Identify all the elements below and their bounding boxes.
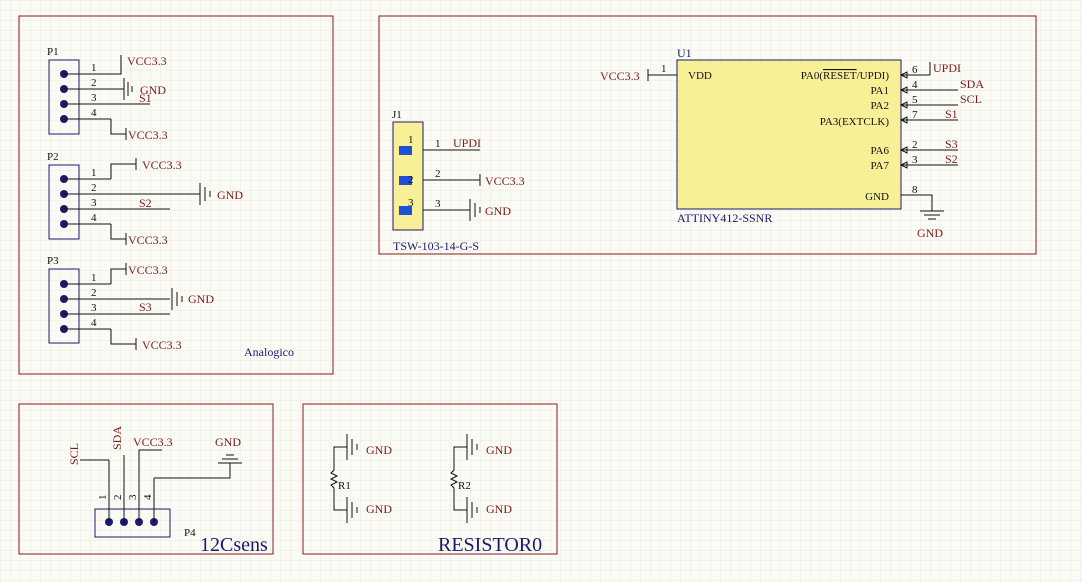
p3-gnd-label: GND <box>188 292 214 306</box>
svg-text:4: 4 <box>912 79 918 91</box>
resistor-sheet-border <box>302 403 558 555</box>
svg-text:3: 3 <box>435 198 441 210</box>
p4-vcc-label: VCC3.3 <box>133 435 173 449</box>
svg-text:3: 3 <box>127 494 139 500</box>
mcu-u1[interactable]: U1 VDD PA0(RESET/UPDI) PA1 PA2 PA3(EXTCL… <box>600 46 984 240</box>
p2-ref: P2 <box>47 151 59 163</box>
svg-text:2: 2 <box>91 77 97 89</box>
svg-text:3: 3 <box>91 92 97 104</box>
connector-p3[interactable]: P3 1 2 3 4 VCC3.3 GND S3 VCC3.3 <box>47 255 214 352</box>
p1-s1-label: S1 <box>139 91 152 105</box>
u1-pin-pa2: PA2 <box>870 100 889 112</box>
svg-text:2: 2 <box>91 287 97 299</box>
resistor-sheet-label: RESISTOR0 <box>438 534 542 556</box>
p2-s2-label: S2 <box>139 196 152 210</box>
u1-s3-label: S3 <box>945 137 958 151</box>
j1-ref: J1 <box>392 109 402 121</box>
u1-pin-gnd: GND <box>865 191 889 203</box>
u1-s2-label: S2 <box>945 152 958 166</box>
p3-s3-label: S3 <box>139 300 152 314</box>
r2-gnd-bottom-label: GND <box>486 502 512 516</box>
svg-text:1: 1 <box>435 138 441 150</box>
resistor-r2[interactable]: GND R2 GND <box>449 434 512 523</box>
u1-pin-vdd: VDD <box>688 70 712 82</box>
i2c-sheet-border <box>18 403 274 555</box>
connector-p1[interactable]: P1 1 2 3 4 VCC3.3 GND S1 VCC3.3 <box>47 46 168 142</box>
resistor-r1[interactable]: GND R1 GND <box>329 434 392 523</box>
r1-gnd-bottom-label: GND <box>366 502 392 516</box>
svg-text:8: 8 <box>912 184 918 196</box>
u1-gnd-label: GND <box>917 226 943 240</box>
u1-pin-pa3: PA3(EXTCLK) <box>820 116 890 128</box>
svg-text:4: 4 <box>91 317 97 329</box>
p3-vcc-label: VCC3.3 <box>128 263 168 277</box>
header-j1[interactable]: J1 1 2 3 1 2 3 UPDI VCC3.3 GND TSW-103-1… <box>392 109 525 253</box>
p4-gnd-label: GND <box>215 435 241 449</box>
r1-ref: R1 <box>338 480 351 492</box>
u1-pin-pa7: PA7 <box>870 160 889 172</box>
p1-vcc2-label: VCC3.3 <box>128 128 168 142</box>
r2-gnd-top-label: GND <box>486 443 512 457</box>
j1-gnd-label: GND <box>485 204 511 218</box>
svg-text:2: 2 <box>112 495 124 501</box>
p1-vcc-label: VCC3.3 <box>127 54 167 68</box>
svg-text:1: 1 <box>91 272 97 284</box>
svg-text:3: 3 <box>91 302 97 314</box>
svg-text:6: 6 <box>912 64 918 76</box>
connector-p4[interactable]: 1 2 3 4 SCL SDA VCC3.3 GND P4 <box>67 426 242 539</box>
j1-vcc-label: VCC3.3 <box>485 174 525 188</box>
connector-p2[interactable]: P2 1 2 3 4 VCC3.3 GND S2 VCC3.3 <box>47 151 243 247</box>
i2c-sheet-label: 12Csens <box>200 534 268 556</box>
svg-text:4: 4 <box>142 494 154 500</box>
u1-vcc-label: VCC3.3 <box>600 69 640 83</box>
p4-ref: P4 <box>184 527 196 539</box>
u1-updi-label: UPDI <box>933 61 961 75</box>
u1-part: ATTINY412-SSNR <box>677 211 772 225</box>
svg-text:1: 1 <box>408 134 414 146</box>
svg-text:2: 2 <box>435 168 441 180</box>
svg-text:1: 1 <box>91 167 97 179</box>
mcu-sheet-border <box>378 15 1037 255</box>
svg-text:1: 1 <box>97 495 109 501</box>
analog-sheet-border <box>18 15 334 375</box>
svg-text:2: 2 <box>91 182 97 194</box>
u1-pin-pa6: PA6 <box>870 145 889 157</box>
p4-scl-label: SCL <box>67 443 81 465</box>
svg-text:4: 4 <box>91 212 97 224</box>
p3-vcc2-label: VCC3.3 <box>142 338 182 352</box>
svg-text:3: 3 <box>91 197 97 209</box>
svg-text:7: 7 <box>912 109 918 121</box>
u1-scl-label: SCL <box>960 92 982 106</box>
j1-part: TSW-103-14-G-S <box>393 239 479 253</box>
svg-text:5: 5 <box>912 94 918 106</box>
r1-gnd-top-label: GND <box>366 443 392 457</box>
svg-text:2: 2 <box>408 174 414 186</box>
p2-gnd-label: GND <box>217 188 243 202</box>
u1-sda-label: SDA <box>960 77 984 91</box>
p2-vcc-label: VCC3.3 <box>142 158 182 172</box>
p4-sda-label: SDA <box>110 426 124 450</box>
u1-ref: U1 <box>677 46 692 60</box>
svg-text:4: 4 <box>91 107 97 119</box>
u1-pin-pa0: PA0(RESET/UPDI) <box>801 70 890 82</box>
j1-updi-label: UPDI <box>453 136 481 150</box>
svg-text:3: 3 <box>408 197 414 209</box>
u1-s1-label: S1 <box>945 107 958 121</box>
p1-gnd-label: GND <box>140 83 166 97</box>
analog-sheet-label: Analogico <box>244 345 294 359</box>
p2-vcc2-label: VCC3.3 <box>128 233 168 247</box>
r2-ref: R2 <box>458 480 471 492</box>
svg-text:2: 2 <box>912 139 918 151</box>
p1-ref: P1 <box>47 46 59 58</box>
svg-text:1: 1 <box>91 62 97 74</box>
p3-ref: P3 <box>47 255 59 267</box>
svg-text:3: 3 <box>912 154 918 166</box>
svg-text:1: 1 <box>661 63 667 75</box>
u1-pin-pa1: PA1 <box>870 85 889 97</box>
